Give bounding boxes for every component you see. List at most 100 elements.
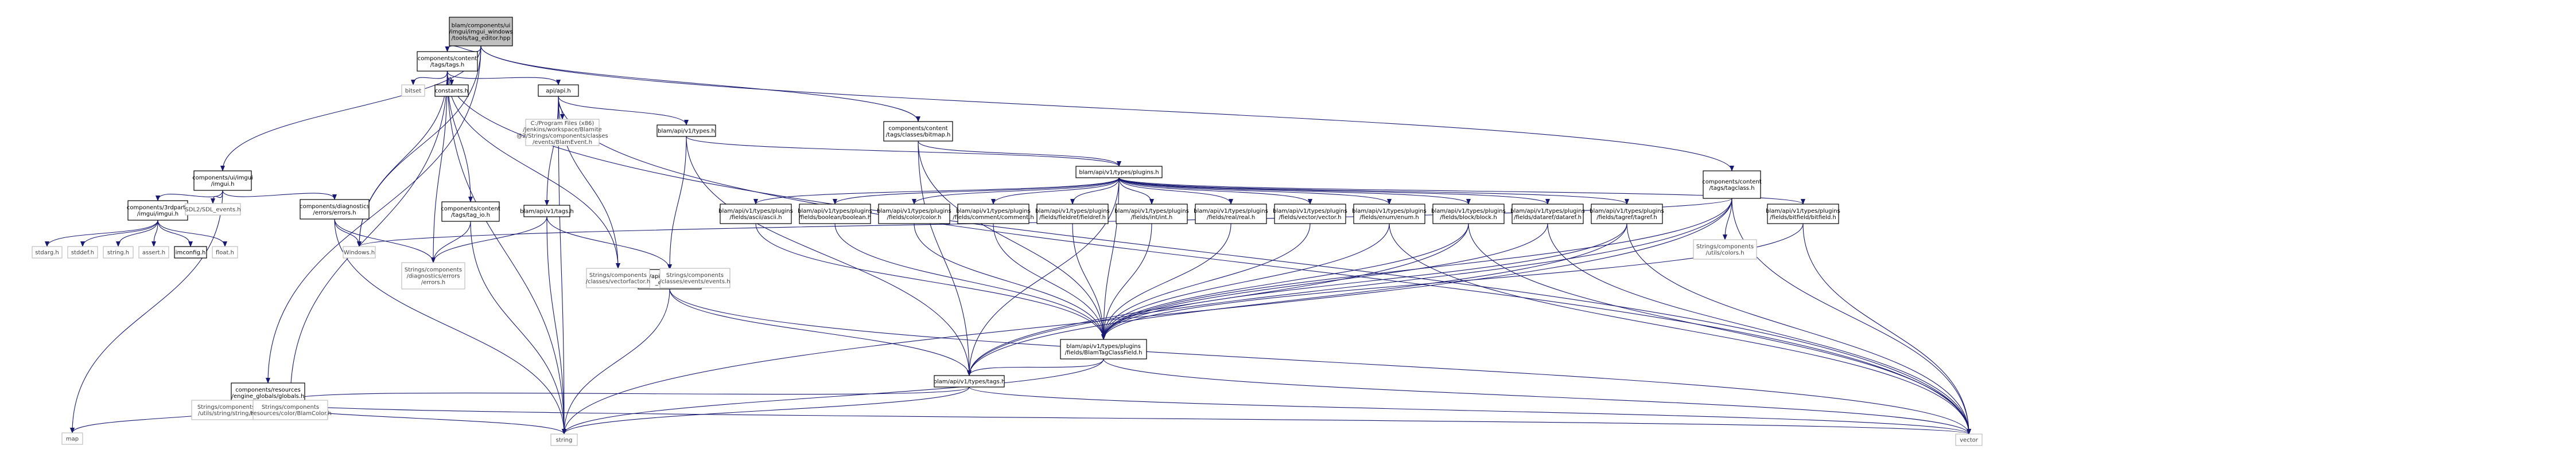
node-tagsv1[interactable]: blam/api/v1/tags.h (520, 205, 574, 217)
node-tagclass[interactable]: components/content/tags/tagclass.h (1702, 170, 1762, 199)
node-label-line: string.h (107, 250, 129, 256)
edge-classfield-to-typestags (967, 358, 1104, 376)
node-box (538, 84, 579, 97)
node-apih[interactable]: api/api.h (538, 84, 579, 97)
node-imgui3p[interactable]: components/3rdparty/imgui/imgui.h (127, 200, 189, 221)
node-label-line: blam/api/v1/types/plugins (1431, 208, 1506, 214)
edges-layer (45, 45, 1971, 435)
node-classfield[interactable]: blam/api/v1/types/plugins/fields/BlamTag… (1060, 339, 1147, 360)
edge-worldobj-to-string (562, 288, 670, 435)
node-label-line: blam/api/v1/types/plugins (1066, 343, 1141, 350)
node-label-line: /tools/tag_editor.hpp (451, 36, 510, 42)
edge-diagerrors-to-windows (334, 218, 362, 247)
node-bitmap[interactable]: components/content/tags/classes/bitmap.h (883, 121, 953, 142)
node-f_vector[interactable]: blam/api/v1/types/plugins/fields/vector/… (1273, 204, 1347, 224)
node-uiimgui[interactable]: components/ui/imgui/imgui.h (192, 170, 253, 191)
edge-imgui3p-to-floath (157, 220, 227, 247)
edge-root-to-tagclass (480, 45, 1734, 171)
node-f_bool[interactable]: blam/api/v1/types/plugins/fields/boolean… (798, 204, 872, 224)
node-label-line: Strings/components (262, 404, 319, 411)
node-utilstring: Strings/components/utils/string/string.h (191, 400, 261, 420)
node-f_tagref[interactable]: blam/api/v1/types/plugins/fields/tagref/… (1590, 204, 1664, 224)
node-label-line: stdarg.h (35, 250, 59, 256)
node-f_ascii[interactable]: blam/api/v1/types/plugins/fields/ascii/a… (718, 204, 793, 224)
node-label-line: blam/api/v1/types/plugins (877, 208, 951, 214)
node-f_color[interactable]: blam/api/v1/types/plugins/fields/color/c… (877, 204, 951, 224)
node-resglobals[interactable]: components/resources/engine_globals/glob… (231, 382, 305, 403)
node-box (957, 204, 1029, 224)
edge-bitmap-to-classfield (918, 140, 1106, 340)
edge-bitmap-to-plugins (918, 140, 1121, 167)
node-f_fieldref[interactable]: blam/api/v1/types/plugins/fields/fieldre… (1035, 204, 1110, 224)
edge-typesh-to-typestags (686, 136, 972, 376)
edge-tagsv1-to-strerrors (431, 216, 547, 263)
node-ctags[interactable]: components/content/tags/tags.h (417, 51, 478, 72)
node-box (1512, 204, 1584, 224)
node-label-line: /diagnostics/errors (407, 273, 460, 280)
node-tagioh[interactable]: components/content/tags/tag_io.h (441, 201, 500, 222)
edge-f_int-to-classfield (1101, 223, 1152, 340)
edge-f_vector-to-classfield (1101, 223, 1311, 340)
node-map: map (61, 432, 83, 445)
node-label-line: string (556, 437, 573, 444)
edge-uiimgui-to-imgui3p (156, 190, 223, 201)
node-label-line: blam/api/v1/types/plugins.h (1079, 170, 1159, 176)
node-typestags[interactable]: blam/api/v1/types/tags.h (934, 375, 1005, 388)
node-f_real[interactable]: blam/api/v1/types/plugins/fields/real/re… (1194, 204, 1268, 224)
node-blamevent: C:/Program Files (x86)/Jenkins/workspace… (516, 119, 608, 146)
node-box (441, 201, 500, 222)
node-label-line: blam/api/v1/types.h (658, 128, 715, 135)
node-label-line: /fields/int/int.h (1131, 214, 1173, 221)
edge-uiimgui-to-sdlevents (211, 190, 223, 204)
edge-typestags-to-blamcolor (288, 386, 970, 401)
node-label-line: /tags/tags.h (430, 62, 464, 68)
edge-f_bitfield-to-vector (1802, 223, 1971, 435)
edge-ctags-to-string (446, 71, 566, 435)
node-imconfig[interactable]: imconfig.h (174, 246, 207, 259)
node-f_enum[interactable]: blam/api/v1/types/plugins/fields/enum/en… (1352, 204, 1427, 224)
node-plugins[interactable]: blam/api/v1/types/plugins.h (1075, 166, 1163, 178)
node-label-line: /errors/errors.h (313, 210, 356, 216)
edge-plugins-to-f_block (1118, 177, 1471, 205)
edge-tagioh-to-strerrors (431, 221, 471, 263)
edge-diagerrors-to-string (334, 218, 566, 435)
edge-f_dataref-to-vector (1547, 223, 1971, 435)
node-label-line: components/diagnostics (300, 204, 370, 210)
node-label-line: /tags/tagclass.h (1709, 185, 1754, 192)
node-box (449, 17, 513, 46)
node-label-line: /fields/vector/vector.h (1279, 214, 1342, 221)
node-label-line: /Jenkins/workspace/Blamite (523, 127, 602, 133)
node-constants[interactable]: constants.h (434, 84, 469, 97)
node-root[interactable]: blam/components/ui/imgui/imgui_windows/t… (449, 17, 513, 46)
node-label-line: /imgui.h (211, 181, 235, 187)
edge-apih-to-string (558, 96, 566, 435)
node-label-line: /tags/classes/bitmap.h (886, 132, 951, 138)
node-label-line: /fields/tagref/tagref.h (1596, 214, 1657, 221)
node-f_dataref[interactable]: blam/api/v1/types/plugins/fields/dataref… (1510, 204, 1585, 224)
node-box (401, 262, 465, 290)
node-label-line: blam/api/v1/types/tags.h (934, 379, 1005, 385)
edge-plugins-to-f_real (1118, 177, 1233, 205)
edge-plugins-to-f_bitfield (1118, 177, 1805, 205)
node-vecfactor: Strings/components/classes/vectorfactor.… (586, 268, 650, 288)
node-typesh[interactable]: blam/api/v1/types.h (656, 124, 716, 137)
edge-imgui3p-to-stdarg (45, 220, 158, 247)
node-diagerrors[interactable]: components/diagnostics/errors/errors.h (300, 199, 370, 220)
node-label-line: assert.h (142, 250, 165, 256)
node-box (878, 204, 950, 224)
node-box (1955, 433, 1983, 446)
node-f_comment[interactable]: blam/api/v1/types/plugins/fields/comment… (953, 204, 1034, 224)
node-bitset: bitset (401, 84, 425, 97)
node-box (32, 246, 63, 259)
node-box (1693, 239, 1757, 260)
node-f_bitfield[interactable]: blam/api/v1/types/plugins/fields/bitfiel… (1766, 204, 1840, 224)
node-label-line: Strings/components (1696, 244, 1754, 250)
edge-root-to-ctags (445, 45, 481, 52)
node-f_int[interactable]: blam/api/v1/types/plugins/fields/int/int… (1114, 204, 1189, 224)
node-label-line: C:/Program Files (x86) (531, 120, 595, 127)
node-f_block[interactable]: blam/api/v1/types/plugins/fields/block/b… (1431, 204, 1506, 224)
edge-worldobj-to-vector (669, 288, 1971, 435)
edge-plugins-to-f_ascii (753, 177, 1120, 205)
node-box (525, 119, 600, 146)
